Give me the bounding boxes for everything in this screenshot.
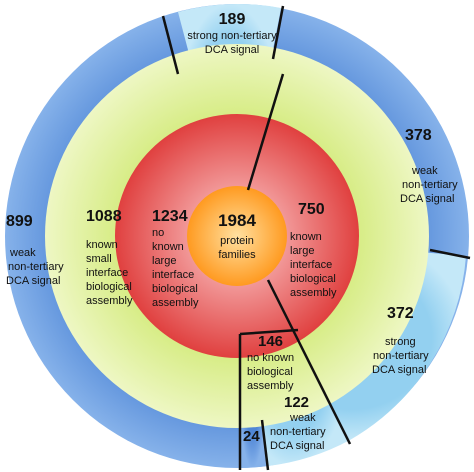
inner-left-label-1: no: [152, 227, 164, 239]
middle-left-label-1: known: [86, 239, 118, 251]
middle-left-label-4: biological: [86, 281, 132, 293]
center-value: 1984: [218, 211, 256, 230]
outer-top-label-2: DCA signal: [205, 44, 259, 56]
labels: 1984 protein families 1234 no known larg…: [6, 11, 458, 452]
inner-left-label-2: known: [152, 241, 184, 253]
center-label-2: families: [218, 249, 256, 261]
outer-right-upper-label-2: non-tertiary: [402, 179, 458, 191]
outer-left-label-3: DCA signal: [6, 275, 60, 287]
divider-upper-diagonal: [246, 73, 285, 191]
inner-bottom-label-1: no known: [247, 352, 294, 364]
outer-right-lower-label-2: non-tertiary: [373, 350, 429, 362]
outer-bottom-right-value: 122: [284, 394, 309, 411]
outer-top-label-1: strong non-tertiary: [187, 30, 277, 42]
inner-left-label-4: interface: [152, 269, 194, 281]
divider-inner-bottom: [239, 328, 299, 336]
divider-lower-diagonal: [266, 279, 352, 445]
middle-left-value: 1088: [86, 208, 122, 225]
middle-left-label-2: small: [86, 253, 112, 265]
middle-right-value: 750: [298, 201, 325, 218]
divider-top-left: [161, 15, 180, 75]
middle-right-label-4: biological: [290, 273, 336, 285]
outer-top-value: 189: [219, 11, 246, 28]
center-circle: [187, 186, 287, 286]
outer-right-upper-value: 378: [405, 127, 432, 144]
divider-right: [429, 248, 471, 260]
inner-left-label-3: large: [152, 255, 176, 267]
middle-left-label-5: assembly: [86, 295, 133, 307]
middle-right-label-2: large: [290, 245, 314, 257]
middle-right-label-1: known: [290, 231, 322, 243]
inner-bottom-label-2: biological: [247, 366, 293, 378]
inner-left-value: 1234: [152, 208, 188, 225]
inner-left-label-5: biological: [152, 283, 198, 295]
outer-right-upper-label-1: weak: [411, 165, 438, 177]
outer-right-upper-label-3: DCA signal: [400, 193, 454, 205]
divider-lines: [161, 5, 471, 471]
outer-right-lower-value: 372: [387, 305, 414, 322]
outer-bottom-right-label-2: non-tertiary: [270, 426, 326, 438]
outer-bottom-right-label-1: weak: [289, 412, 316, 424]
outer-right-lower-label-3: DCA signal: [372, 364, 426, 376]
middle-right-label-5: assembly: [290, 287, 337, 299]
inner-bottom-label-3: assembly: [247, 380, 294, 392]
divider-bottom-mid: [260, 419, 270, 471]
middle-left-label-3: interface: [86, 267, 128, 279]
outer-left-value: 899: [6, 213, 33, 230]
outer-bottom-right-label-3: DCA signal: [270, 440, 324, 452]
middle-right-label-3: interface: [290, 259, 332, 271]
inner-left-label-6: assembly: [152, 297, 199, 309]
divider-top-right: [271, 5, 285, 60]
outer-right-lower-label-1: strong: [385, 336, 416, 348]
inner-bottom-value: 146: [258, 333, 283, 350]
outer-left-label-1: weak: [9, 247, 36, 259]
center-label-1: protein: [220, 235, 254, 247]
outer-left-label-2: non-tertiary: [8, 261, 64, 273]
outer-bottom-left-value: 24: [243, 428, 260, 445]
